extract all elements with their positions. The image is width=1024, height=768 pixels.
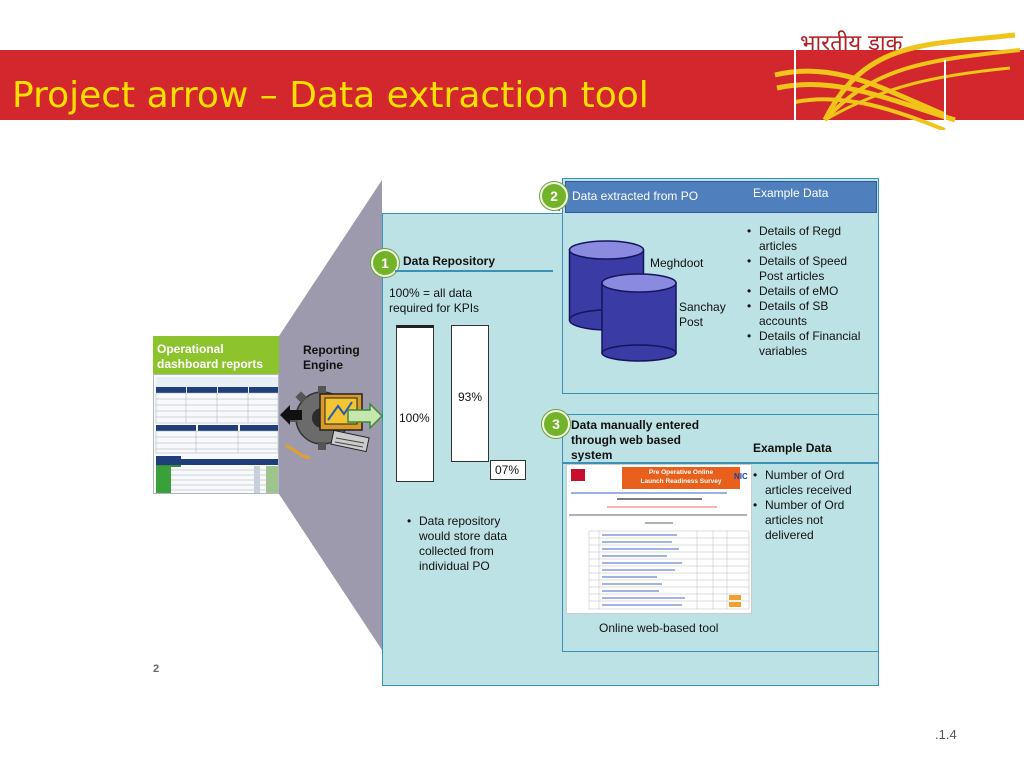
repository-divider [395, 270, 553, 272]
ops-title-line1: Operational [157, 342, 224, 356]
ops-dashboard-header [153, 336, 279, 374]
po-example-item: Details of eMO [745, 284, 860, 299]
logo-text: भारतीय डाक [800, 31, 903, 56]
form-title-banner [622, 467, 740, 489]
po-example-label: Example Data [753, 186, 829, 200]
bar-07-percent [490, 460, 526, 480]
step-badge-3: 3 [542, 410, 570, 438]
engine-label-line1: Reporting [303, 343, 360, 357]
db-sanchay-label-line2: Post [679, 315, 704, 329]
page-title: Project arrow – Data extraction tool [12, 75, 649, 116]
kpi-note-line1: 100% = all data [389, 286, 473, 300]
repository-title: Data Repository [403, 254, 496, 268]
bar-07-label: 07% [495, 463, 520, 477]
bar-93-percent [451, 325, 489, 462]
manual-title-line1: Data manually entered [571, 418, 700, 432]
ops-dashboard-content [155, 377, 278, 493]
manual-example-label: Example Data [753, 441, 832, 455]
po-header [565, 181, 877, 213]
arrow-right-icon [347, 402, 384, 430]
manual-divider [563, 462, 878, 464]
manual-title-line2: through web based [571, 433, 682, 447]
db-meghdoot-label: Meghdoot [650, 256, 704, 270]
logo-swoosh-icon [774, 32, 1021, 130]
bar-100-percent [396, 325, 434, 482]
step-badge-2: 2 [540, 182, 568, 210]
database-icon [568, 240, 677, 362]
ops-dashboard-thumbnail [153, 374, 279, 494]
db-sanchay-label-line1: Sanchay [679, 300, 726, 314]
po-header-label: Data extracted from PO [572, 189, 699, 203]
bar-93-label: 93% [458, 390, 483, 404]
manual-title-line3: system [571, 448, 613, 462]
slide-mark: 2 [153, 663, 160, 675]
engine-label-line2: Engine [303, 358, 344, 372]
kpi-note-line2: required for KPIs [389, 301, 480, 315]
form-logo: NIC [734, 472, 748, 481]
tool-caption: Online web-based tool [599, 621, 719, 635]
ops-title-line2: dashboard reports [157, 357, 264, 371]
arrow-left-icon [280, 405, 302, 425]
title-bar [0, 50, 1024, 120]
form-content [569, 469, 750, 610]
bar-100-label: 100% [399, 411, 430, 425]
page-number: .1.4 [935, 727, 957, 742]
step-badge-1: 1 [371, 249, 399, 277]
